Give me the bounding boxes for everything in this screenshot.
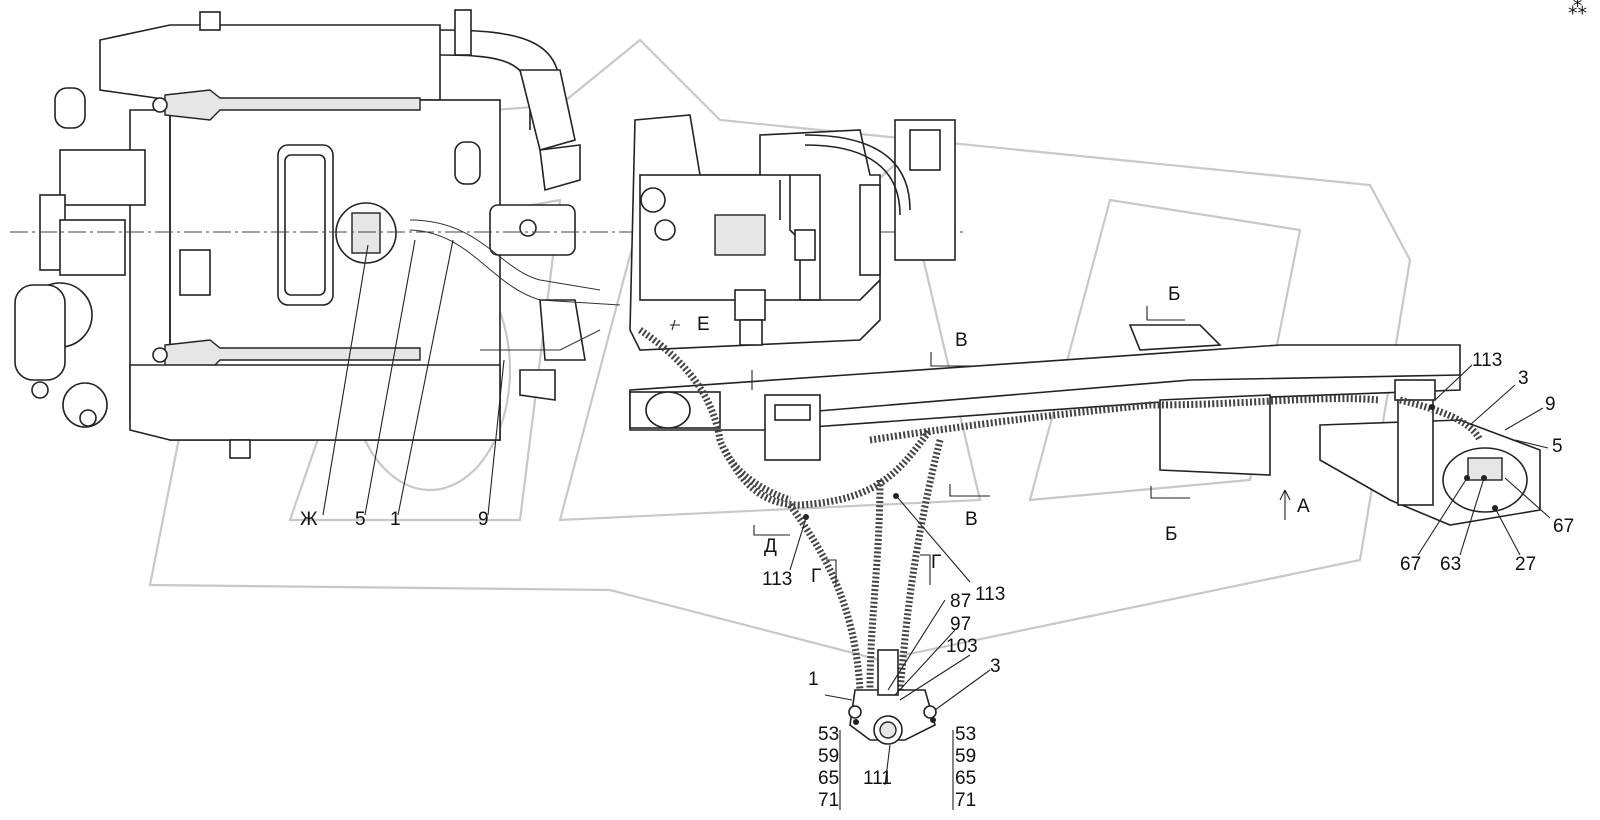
label-97: 97 bbox=[950, 614, 971, 635]
frame-beams bbox=[629, 324, 1541, 526]
label-67-left: 67 bbox=[1400, 554, 1421, 575]
hoses bbox=[409, 219, 1484, 691]
label-65-right: 65 bbox=[955, 768, 976, 789]
label-87: 87 bbox=[950, 591, 971, 612]
label-113-center: 113 bbox=[975, 584, 1005, 605]
label-3-right: 3 bbox=[1518, 368, 1529, 389]
label-1-center: 1 bbox=[808, 669, 819, 690]
section-label-v1: В bbox=[955, 330, 968, 351]
label-111: 111 bbox=[863, 768, 892, 789]
section-label-b2: Б bbox=[1165, 524, 1177, 545]
label-65-left: 65 bbox=[818, 768, 839, 789]
callout-labels: Ж 5 1 9 Е В В Б Б Д Г Г А 113 3 9 5 67 6… bbox=[300, 284, 1574, 811]
label-113-right: 113 bbox=[1472, 350, 1502, 371]
corner-mark: ⁂ bbox=[1568, 0, 1587, 19]
label-67-right: 67 bbox=[1553, 516, 1574, 537]
section-label-e: Е bbox=[697, 314, 710, 335]
section-label-d: Д bbox=[764, 536, 777, 557]
label-zh: Ж bbox=[300, 509, 318, 530]
label-3-center: 3 bbox=[990, 656, 1001, 677]
engine-assembly bbox=[14, 9, 586, 459]
label-103: 103 bbox=[946, 636, 978, 657]
label-113-left: 113 bbox=[762, 569, 792, 590]
section-label-v2: В bbox=[965, 509, 978, 530]
section-marks bbox=[670, 306, 1291, 585]
label-71-left: 71 bbox=[818, 790, 839, 811]
label-27: 27 bbox=[1515, 554, 1536, 575]
label-9-right: 9 bbox=[1545, 394, 1556, 415]
gearbox-assembly bbox=[629, 114, 956, 351]
valve-assembly bbox=[848, 649, 937, 745]
label-9-engine: 9 bbox=[478, 509, 489, 530]
label-53-left: 53 bbox=[818, 724, 839, 745]
label-59-left: 59 bbox=[818, 746, 839, 767]
label-1-engine: 1 bbox=[390, 509, 401, 530]
section-label-g1: Г bbox=[811, 566, 821, 587]
leader-lines bbox=[322, 239, 1551, 810]
label-5-engine: 5 bbox=[355, 509, 366, 530]
section-label-b1: Б bbox=[1168, 284, 1180, 305]
label-5-right: 5 bbox=[1552, 436, 1563, 457]
view-label-a: А bbox=[1297, 496, 1310, 517]
label-59-right: 59 bbox=[955, 746, 976, 767]
section-label-g2: Г bbox=[931, 552, 941, 573]
label-63: 63 bbox=[1440, 554, 1461, 575]
label-71-right: 71 bbox=[955, 790, 976, 811]
fastener-dots bbox=[803, 404, 1498, 725]
label-53-right: 53 bbox=[955, 724, 976, 745]
